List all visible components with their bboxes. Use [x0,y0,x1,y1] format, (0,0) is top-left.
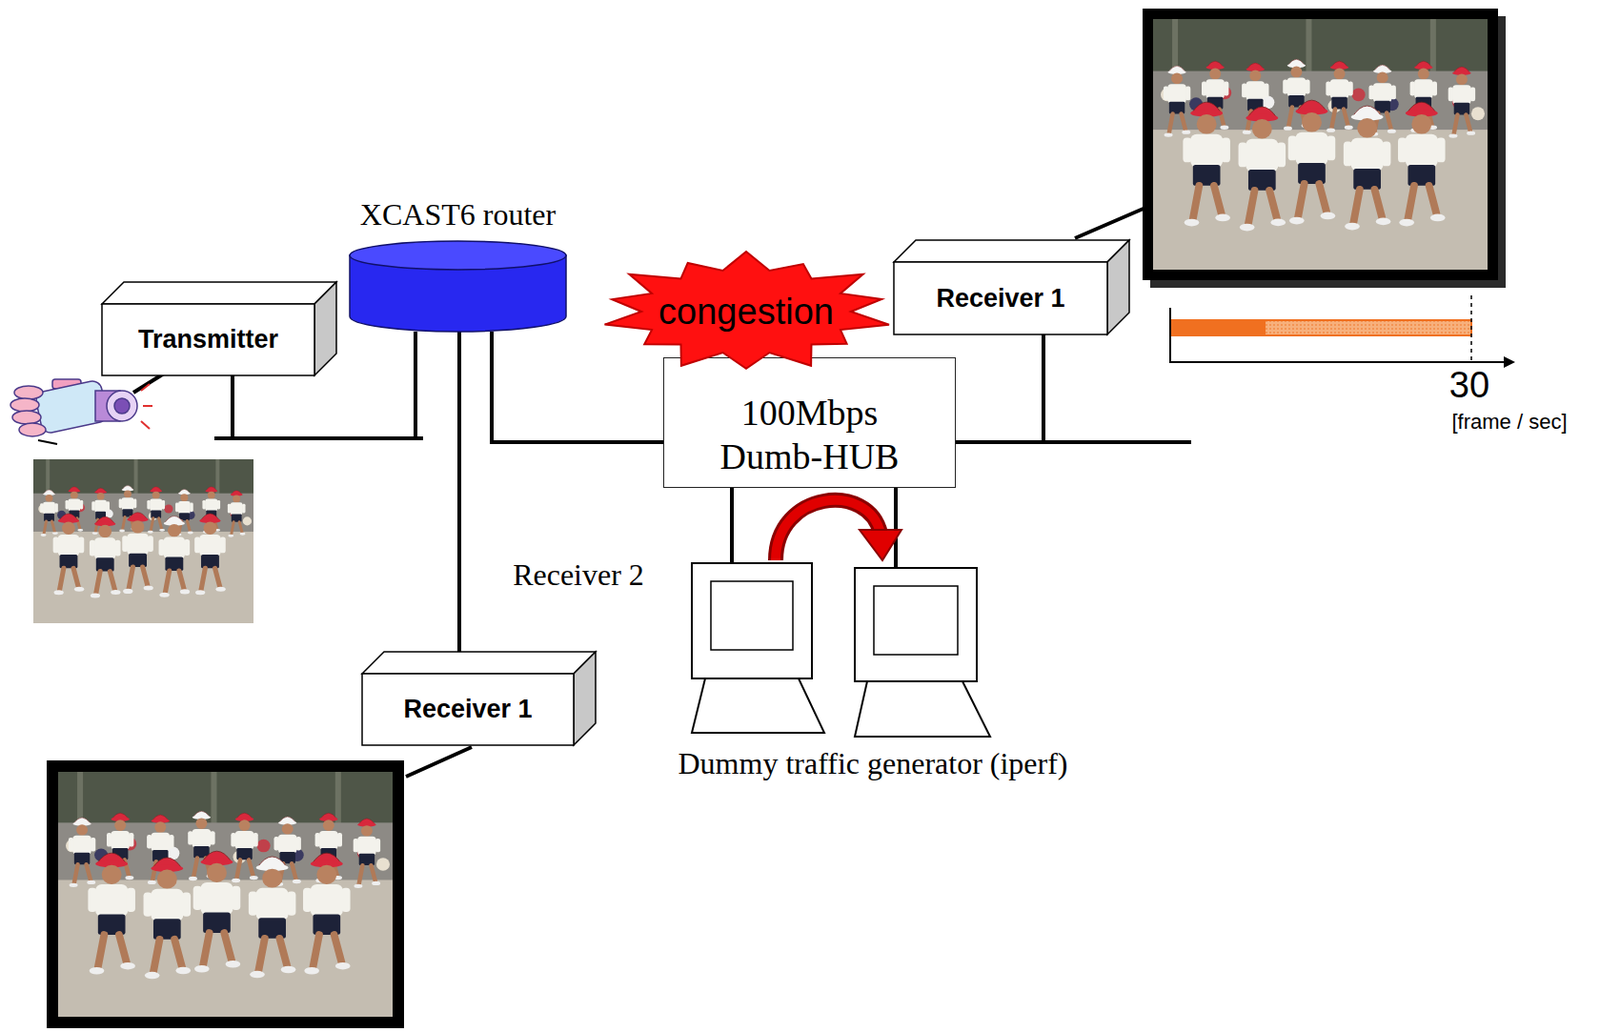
photo-top-right [1142,8,1506,288]
traffic-generator-pc [854,567,977,682]
receiver-box: Receiver 1 [362,673,574,746]
video-camera-clipart [141,421,150,429]
frame-rate-bar [1170,361,1506,364]
wire [1041,440,1192,445]
axis-value: 30 [1449,364,1490,406]
box-side [314,282,337,376]
photo-bottom-left [58,771,393,1017]
traffic-generator-pc [691,678,825,733]
network-link [457,331,462,674]
burst-fill [605,251,891,369]
box-front [101,303,315,376]
wire [405,747,472,777]
photo-top-right [1153,19,1488,270]
traffic-generator-pc [691,563,991,737]
video-camera-clipart [14,385,43,400]
frame-rate-bar [1170,320,1472,336]
video-camera-clipart [142,405,153,407]
box-side [573,651,596,746]
video-camera-clipart [133,373,164,393]
photo-top-right [1142,8,1499,281]
box-side [1107,240,1130,335]
box-top [362,651,596,674]
transmitter-box: Transmitter [101,303,315,376]
video-camera-clipart [38,440,58,445]
photo-top-right [1150,16,1506,288]
axis-unit: [frame / sec] [1451,409,1567,435]
frame-rate-bar [1470,295,1473,363]
receiver-label: Receiver 2 [512,557,645,593]
box-label: Receiver 1 [935,283,1065,314]
box-label: Transmitter [138,324,279,355]
traffic-generator-pc [873,586,958,655]
box-front [362,673,574,746]
router-cylinder: XCAST6 router [348,195,568,332]
wire [729,487,734,564]
wire [893,487,898,568]
network-link [955,334,1044,443]
video-camera-clipart [19,423,46,437]
frame-rate-bar [1170,320,1266,336]
frame-rate-bar [1169,307,1172,364]
traffic-generator-pc [710,581,793,650]
congestion-burst: congestion [594,249,898,374]
video-camera-clipart [10,373,164,445]
box-top [893,240,1130,263]
photo-small [33,459,254,624]
hub-box: 100Mbps Dumb-HUB [663,357,956,488]
box-label: Receiver 1 [403,694,532,725]
router-cylinder-shape [348,240,568,332]
router-label: XCAST6 router [272,195,644,234]
video-camera-clipart [10,398,40,412]
box-front [893,262,1108,335]
photo-bottom-left [46,760,405,1029]
traffic-generator-pc [854,681,991,737]
video-camera-clipart [114,398,130,414]
frame-rate-bar [1170,295,1516,368]
photo-bottom-left [46,760,405,1029]
hub-label: 100Mbps Dumb-HUB [707,391,912,479]
congestion-label: congestion [658,291,834,333]
traffic-arrow [859,529,902,561]
traffic-generator-label: Dummy traffic generator (iperf) [678,746,1069,782]
traffic-arrow [775,500,902,561]
photo-small [33,459,254,624]
wire [1074,207,1146,239]
router-top [349,241,567,270]
wire [214,207,1192,777]
video-camera-clipart [106,390,138,422]
network-link [491,331,664,443]
video-camera-clipart [12,410,41,425]
receiver-box: Receiver 1 [893,262,1108,335]
traffic-generator-pc [691,563,812,679]
video-camera-clipart [141,384,150,391]
box-top [101,282,337,304]
frame-rate-bar [1503,356,1516,368]
